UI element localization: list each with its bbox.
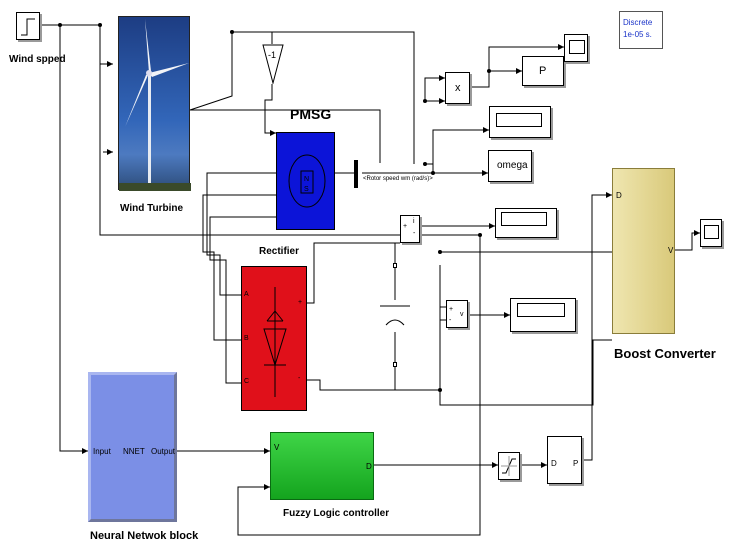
numeric-display-2[interactable] (495, 208, 557, 238)
scope-screen-icon (704, 225, 719, 239)
out-port: i (413, 218, 415, 225)
boost-converter-block[interactable]: D V (612, 168, 675, 334)
power-block[interactable]: P (522, 56, 564, 86)
fuzzy-logic-label: Fuzzy Logic controller (283, 508, 390, 519)
multiplier-symbol: x (455, 82, 461, 94)
saturation-icon (501, 456, 517, 476)
gain-block[interactable] (262, 44, 284, 84)
pwm-out-port: P (573, 459, 579, 468)
voltage-scope[interactable] (700, 219, 722, 247)
wind-turbine-label: Wind Turbine (120, 203, 184, 214)
wind-turbine-block[interactable] (118, 16, 191, 191)
out-port: v (460, 311, 464, 318)
fuzzy-in-port: V (274, 443, 280, 452)
motor-icon: N S (288, 154, 326, 208)
neural-network-block[interactable]: Input NNET Output (88, 372, 177, 522)
boost-converter-label: Boost Converter (614, 346, 716, 361)
minus-port: - (413, 230, 416, 237)
wind-turbine-icon (119, 19, 191, 191)
minus-port: - (449, 317, 452, 324)
nn-input-port: Input (93, 447, 111, 456)
scope-screen-icon (569, 40, 585, 54)
svg-text:S: S (304, 186, 309, 193)
powergui-mode: Discrete (623, 18, 653, 27)
diode-bridge-icon (263, 287, 287, 397)
plus-port: + (403, 223, 408, 230)
omega-label: omega (497, 160, 528, 171)
rectifier-label: Rectifier (259, 246, 300, 257)
display-window (496, 113, 542, 127)
display-window (501, 212, 547, 226)
port-b: B (244, 335, 249, 342)
boost-out-port: V (668, 246, 674, 255)
neural-network-label: Neural Netwok block (90, 530, 199, 542)
omega-block[interactable]: omega (488, 150, 532, 182)
pmsg-block[interactable]: N S (276, 132, 335, 230)
port-c: C (244, 378, 250, 385)
numeric-display-1[interactable] (489, 106, 551, 138)
wind-step-block[interactable] (16, 12, 40, 40)
gain-value: -1 (268, 50, 277, 60)
numeric-display-3[interactable] (510, 298, 576, 332)
rotor-speed-signal-label: <Rotor speed wm (rad/s)> (363, 176, 433, 182)
plus-port: + (449, 306, 454, 313)
pmsg-label: PMSG (290, 106, 332, 122)
power-scope[interactable] (564, 34, 588, 62)
capacitor-terminal-bottom (393, 362, 397, 367)
wind-step-label: Wind spped (9, 54, 66, 65)
current-measurement[interactable]: + i - (400, 215, 420, 243)
multiplier-block[interactable]: x (445, 72, 470, 104)
port-plus: + (298, 299, 303, 306)
svg-text:N: N (304, 176, 309, 183)
fuzzy-out-port: D (366, 462, 372, 471)
nn-center-label: NNET (123, 447, 145, 456)
pwm-in-port: D (551, 459, 557, 468)
boost-in-port: D (616, 191, 622, 200)
capacitor-terminal-top (393, 263, 397, 268)
fuzzy-logic-block[interactable]: V D (270, 432, 374, 500)
saturation-block[interactable] (498, 452, 520, 480)
powergui-sample-time: 1e-05 s. (623, 30, 652, 39)
step-icon (21, 18, 35, 36)
port-a: A (244, 291, 249, 298)
powergui-block[interactable]: Discrete 1e-05 s. (619, 11, 663, 49)
rectifier-block[interactable]: A B C + - (241, 266, 307, 411)
nn-output-port: Output (151, 447, 176, 456)
power-block-label: P (539, 65, 547, 77)
voltage-measurement[interactable]: + v - (446, 300, 468, 328)
port-minus: - (298, 375, 301, 382)
pwm-block[interactable]: D P (547, 436, 582, 484)
display-window (517, 303, 565, 317)
